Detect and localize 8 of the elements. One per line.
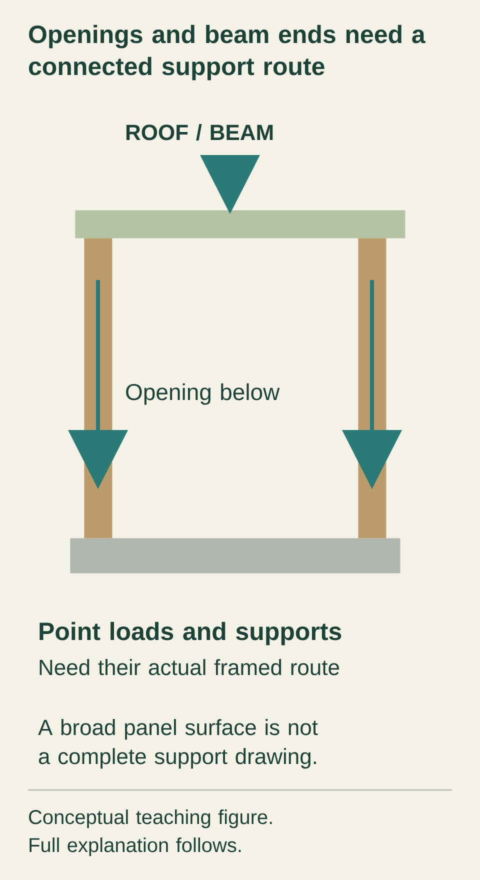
foundation-slab [70, 538, 400, 574]
heading: Point loads and supports [40, 622, 342, 646]
beam [75, 210, 406, 238]
title: Openings and beam ends need a connected support route [28, 24, 426, 80]
caption: Conceptual teaching figure. Full explanation follows. [29, 810, 272, 856]
beam-label: ROOF / BEAM [126, 124, 273, 140]
note-text: A broad panel surface is not a complete support drawing. [38, 719, 318, 769]
note-text: Need their actual framed route [40, 659, 340, 676]
